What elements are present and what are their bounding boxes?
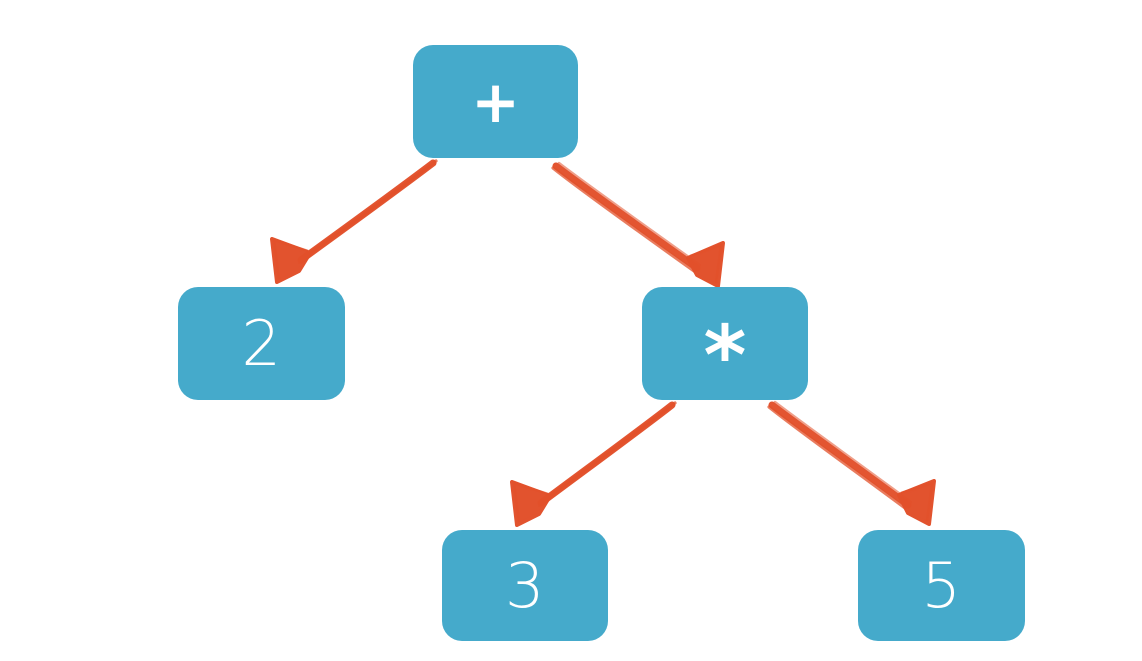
tree-node-plus[interactable]: + [413, 45, 578, 158]
tree-node-5[interactable]: 5 [858, 530, 1025, 641]
tree-node-multiply[interactable]: * [642, 287, 808, 400]
tree-node-multiply-label: * [703, 308, 747, 404]
edge-root-to-2 [270, 159, 438, 284]
tree-node-2[interactable]: 2 [178, 287, 345, 400]
tree-node-2-label: 2 [241, 306, 282, 380]
tree-node-plus-label: + [471, 67, 520, 136]
edge-multiply-to-5 [767, 400, 936, 526]
tree-node-3-label: 3 [505, 548, 545, 622]
edge-root-to-multiply [551, 161, 725, 288]
edge-multiply-to-3 [510, 401, 677, 527]
tree-node-3[interactable]: 3 [442, 530, 608, 641]
tree-node-5-label: 5 [921, 548, 962, 622]
